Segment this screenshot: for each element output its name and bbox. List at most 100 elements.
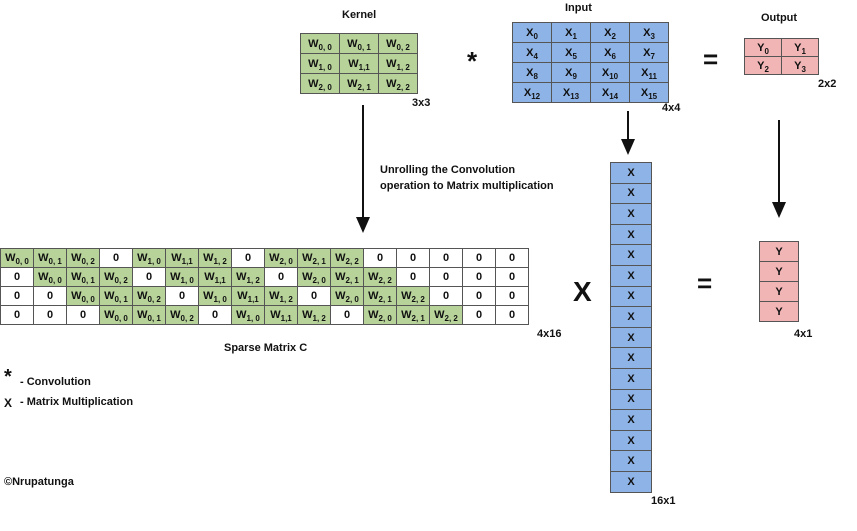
sparse-cell: W1, 2 — [231, 267, 265, 287]
output-cell: Y2 — [744, 56, 782, 75]
sparse-cell: 0 — [0, 305, 34, 325]
sparse-cell: W1,1 — [264, 305, 298, 325]
output-vector-size-label: 4x1 — [794, 328, 813, 340]
input-down-arrow — [621, 111, 635, 155]
kernel-cell: W0, 2 — [378, 33, 418, 54]
sparse-title: Sparse Matrix C — [224, 342, 308, 354]
sparse-cell: 0 — [396, 267, 430, 287]
legend-convolution-label: - Convolution — [20, 376, 91, 388]
sparse-cell: W0, 0 — [0, 248, 34, 268]
output-cell: Y3 — [781, 56, 819, 75]
sparse-cell: W2, 2 — [396, 286, 430, 306]
sparse-cell: 0 — [33, 286, 67, 306]
unroll-caption-line1: Unrolling the Convolution — [380, 164, 516, 176]
input-vector-cell: X — [610, 429, 652, 452]
output-size-label: 2x2 — [818, 78, 837, 90]
multiply-operator: X — [573, 276, 592, 307]
sparse-cell: 0 — [0, 267, 34, 287]
sparse-cell: W0, 2 — [66, 248, 100, 268]
input-vector-row: X — [610, 470, 652, 493]
input-vector-size-label: 16x1 — [651, 495, 676, 507]
sparse-cell: 0 — [495, 267, 529, 287]
sparse-cell: W0, 2 — [165, 305, 199, 325]
equals-bottom: = — [697, 268, 713, 298]
input-vector-row: X — [610, 347, 652, 369]
input-vector-row: X — [610, 285, 652, 308]
sparse-cell: 0 — [462, 286, 496, 306]
kernel-cell: W1, 2 — [378, 53, 418, 74]
sparse-cell: W1, 0 — [132, 248, 166, 268]
sparse-cell: W2, 0 — [330, 286, 364, 306]
kernel-cell: W0, 1 — [339, 33, 379, 54]
output-vector-cell: Y — [759, 281, 799, 302]
input-vector-cell: X — [610, 367, 652, 390]
sparse-cell: W2, 1 — [297, 248, 331, 268]
input-cell: X15 — [629, 82, 669, 103]
output-vector-cell: Y — [759, 241, 799, 262]
input-cell: X2 — [590, 22, 630, 43]
input-vector-cell: X — [610, 326, 652, 349]
input-vector-row: X — [610, 367, 652, 390]
input-vector-row: X — [610, 409, 652, 431]
input-vector-row: X — [610, 162, 652, 184]
input-cell: X3 — [629, 22, 669, 43]
input-vector-cell: X — [610, 388, 652, 411]
input-vector-row: X — [610, 182, 652, 205]
input-size-label: 4x4 — [662, 102, 681, 114]
sparse-cell: 0 — [330, 305, 364, 325]
sparse-cell: 0 — [99, 248, 133, 268]
legend-convolution-symbol: * — [4, 366, 12, 388]
output-vector-cell: Y — [759, 261, 799, 282]
input-cell: X0 — [512, 22, 552, 43]
output-vector-row: Y — [759, 281, 799, 302]
sparse-cell: W1,1 — [198, 267, 232, 287]
sparse-cell: W1, 2 — [198, 248, 232, 268]
sparse-cell: W0, 2 — [99, 267, 133, 287]
sparse-cell: W0, 1 — [132, 305, 166, 325]
input-cell: X9 — [551, 62, 591, 83]
input-vector-row: X — [610, 450, 652, 472]
sparse-cell: W2, 1 — [330, 267, 364, 287]
sparse-cell: W2, 2 — [330, 248, 364, 268]
input-vector-cell: X — [610, 182, 652, 205]
output-vector-row: Y — [759, 301, 799, 322]
kernel-cell: W2, 0 — [300, 73, 340, 94]
input-cell: X1 — [551, 22, 591, 43]
input-vector-cell: X — [610, 264, 652, 287]
sparse-cell: W1, 0 — [231, 305, 265, 325]
sparse-cell: W1, 0 — [165, 267, 199, 287]
sparse-cell: W1,1 — [165, 248, 199, 268]
sparse-cell: 0 — [429, 286, 463, 306]
input-vector-cell: X — [610, 223, 652, 246]
input-cell: X8 — [512, 62, 552, 83]
input-vector-cell: X — [610, 244, 652, 266]
sparse-cell: W0, 1 — [99, 286, 133, 306]
sparse-cell: 0 — [495, 248, 529, 268]
sparse-cell: W0, 0 — [99, 305, 133, 325]
sparse-cell: 0 — [396, 248, 430, 268]
kernel-size-label: 3x3 — [412, 97, 431, 109]
output-vector-row: Y — [759, 261, 799, 282]
input-cell: X11 — [629, 62, 669, 83]
input-vector-row: X — [610, 244, 652, 266]
sparse-cell: W2, 1 — [396, 305, 430, 325]
unroll-caption-line2: operation to Matrix multiplication — [380, 180, 554, 192]
output-vector-row: Y — [759, 241, 799, 262]
sparse-cell: 0 — [429, 248, 463, 268]
input-vector-cell: X — [610, 409, 652, 431]
input-vector-cell: X — [610, 306, 652, 328]
